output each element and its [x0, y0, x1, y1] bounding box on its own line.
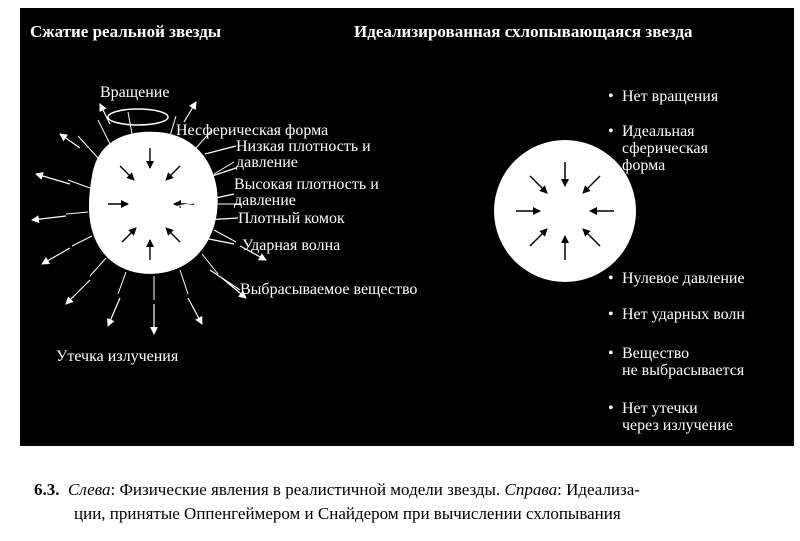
left-heading: Сжатие реальной звезды [30, 22, 222, 41]
caption-left-text: : Физические явления в реалистичной моде… [110, 480, 505, 499]
figure-panel: Сжатие реальной звезды Идеализированная … [20, 8, 794, 446]
label-ejected-matter: Выбрасываемое вещество [240, 281, 418, 298]
real-star-icon [65, 111, 242, 300]
caption-line-2: ции, принятые Оппенгеймером и Снайдером … [74, 504, 621, 523]
bullet-dot: • [608, 345, 614, 362]
label-nonspherical: Несферическая форма [176, 122, 329, 139]
caption-number: 6.3. [34, 480, 60, 499]
label-high-density-2: давление [234, 192, 296, 209]
bullet-dot: • [608, 400, 614, 417]
bullet-dot: • [608, 306, 614, 323]
right-heading: Идеализированная схлопывающаяся звезда [354, 22, 693, 41]
bullet-text: Нулевое давление [622, 270, 745, 287]
bullet-text: Нет ударных волн [622, 306, 745, 323]
label-rotation: Вращение [100, 84, 170, 101]
caption-right-word: Справа [504, 480, 558, 499]
figure-drawing [31, 101, 636, 335]
ideal-star-icon [494, 140, 636, 282]
radiation-arrows [31, 101, 267, 335]
label-low-density-1: Низкая плотность и [236, 138, 371, 155]
bullet-item: • Нет вращения [608, 88, 718, 105]
caption-line-1: Слева: Физические явления в реалистичной… [68, 478, 794, 502]
bullet-dot: • [608, 270, 614, 287]
bullet-text: Нет вращения [622, 88, 719, 105]
bullet-item: • Идеальная сферическая форма [608, 123, 708, 174]
bullet-text: Идеальная сферическая форма [622, 123, 708, 174]
label-shock-wave: Ударная волна [242, 237, 341, 254]
rotation-ring-icon [107, 108, 169, 126]
bullet-item: • Нулевое давление [608, 270, 745, 287]
bullet-item: • Вещество не выбрасывается [608, 345, 744, 379]
bullet-dot: • [608, 123, 614, 140]
bullet-dot: • [608, 88, 614, 105]
caption-right-text: : Идеализа- [557, 480, 640, 499]
bullet-item: • Нет ударных волн [608, 306, 745, 323]
bullet-text: Нет утечки через излучение [622, 400, 734, 434]
bullet-text: Вещество не выбрасывается [622, 345, 745, 379]
bullet-item: • Нет утечки через излучение [608, 400, 733, 434]
label-low-density-2: давление [236, 154, 298, 171]
label-dense-clump: Плотный комок [238, 210, 345, 227]
caption-left-word: Слева [68, 480, 111, 499]
label-high-density-1: Высокая плотность и [234, 176, 379, 193]
label-radiation-leak: Утечка излучения [56, 348, 179, 365]
figure-caption: 6.3. Слева: Физические явления в реалист… [34, 478, 794, 526]
